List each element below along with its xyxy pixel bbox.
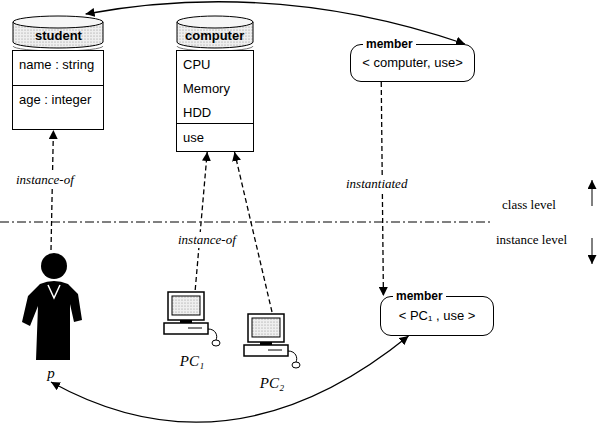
level-arrow — [592, 180, 593, 206]
instance-name: PC₁ — [180, 352, 204, 370]
system-unit — [164, 323, 208, 334]
cylinder-header: student — [12, 14, 104, 50]
computer-instance: PC₂ — [240, 312, 304, 392]
mouse-cable — [208, 329, 217, 340]
attribute-table: CPU MemoryHDD use — [176, 50, 254, 152]
level-label: instance level — [494, 232, 569, 248]
edge-label: instance-of — [176, 232, 238, 248]
cylinder-top — [177, 16, 253, 28]
level-label: class level — [500, 197, 558, 213]
instance-name: PC₂ — [260, 374, 284, 392]
dashed-connector — [235, 152, 273, 312]
person-instance: p — [18, 250, 84, 382]
attribute-name: use — [183, 130, 204, 146]
cylinder-header: computer — [176, 14, 254, 50]
table-row: Memory — [177, 75, 253, 99]
class-cylinder: computerCPU MemoryHDD use — [176, 14, 254, 152]
edge-label: instantiated — [344, 176, 409, 192]
instance-label: p — [18, 364, 84, 382]
attribute-name: age : integer — [19, 92, 91, 108]
drive-slot — [188, 328, 202, 329]
attribute-name: HDD — [183, 105, 211, 121]
level-arrow — [592, 238, 593, 264]
class-cylinder: student name : string age : integer — [12, 14, 104, 130]
mouse — [212, 340, 220, 346]
table-row: name : string — [13, 51, 103, 85]
edge-label: instance-of — [14, 172, 76, 188]
member-tuple: < computer, use> — [362, 55, 462, 71]
monitor-screen — [252, 318, 280, 337]
member-box: member< PC₁ , use > — [380, 296, 494, 336]
attribute-table: name : string age : integer — [12, 50, 104, 130]
computer-icon — [240, 312, 304, 372]
mouse — [292, 362, 300, 368]
computer-instance: PC₁ — [160, 290, 224, 370]
curved-connector — [51, 336, 409, 422]
class-name: student — [35, 28, 82, 44]
member-tuple: < PC₁ , use > — [399, 308, 476, 324]
drive-slot — [268, 350, 282, 351]
member-box: member< computer, use> — [350, 44, 475, 82]
computer-icon — [160, 290, 224, 350]
dashed-connector — [195, 152, 207, 290]
instance-name: p — [47, 364, 55, 382]
monitor — [168, 292, 204, 320]
person-collar — [48, 285, 60, 298]
member-label: member — [363, 36, 416, 52]
person-icon — [18, 250, 84, 362]
monitor — [248, 314, 284, 342]
attribute-name: CPU — [183, 57, 210, 73]
table-row: use — [177, 123, 253, 151]
instance-label: PC₁ — [160, 352, 224, 370]
monitor-screen — [172, 296, 200, 315]
attribute-name: Memory — [183, 81, 230, 97]
member-label: member — [393, 288, 446, 304]
person-body — [22, 281, 82, 360]
cylinder-top — [13, 16, 103, 28]
mouse-cable — [288, 351, 297, 362]
person-head — [41, 253, 67, 279]
class-name: computer — [185, 28, 244, 44]
table-row: HDD — [177, 99, 253, 123]
instance-label: PC₂ — [240, 374, 304, 392]
level-divider — [0, 222, 492, 223]
table-row: CPU — [177, 51, 253, 75]
system-unit — [244, 345, 288, 356]
dashed-connector — [51, 130, 53, 250]
attribute-name: name : string — [19, 57, 94, 73]
table-row: age : integer — [13, 85, 103, 129]
